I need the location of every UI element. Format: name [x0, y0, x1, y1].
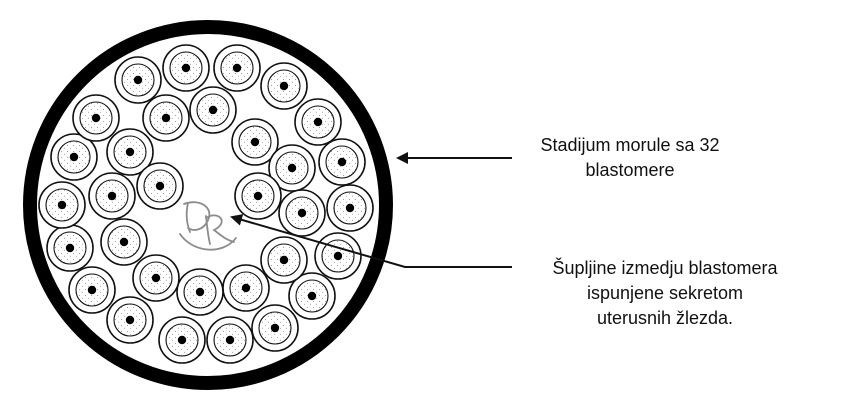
blastomere-cell: [142, 94, 190, 142]
blastomere-cell: [114, 56, 162, 104]
blastomere-nucleus: [151, 273, 161, 283]
blastomere-nucleus: [119, 237, 129, 247]
blastomere-cell: [294, 98, 342, 146]
blastomere-cell: [231, 118, 279, 166]
blastomere-cell: [268, 144, 316, 192]
morula-label-line-1: Stadijum morule sa 32: [540, 135, 720, 155]
cavity-label-line-1: Šupljine izmedju blastomera: [552, 258, 778, 278]
blastomere-cell: [213, 44, 261, 92]
blastomere-nucleus: [87, 285, 97, 295]
blastomere-nucleus: [125, 315, 135, 325]
blastomere-nucleus: [279, 255, 289, 265]
blastomere-cell: [100, 218, 148, 266]
blastomere-cell: [162, 44, 210, 92]
blastomere-nucleus: [270, 323, 280, 333]
blastomere-group: [38, 44, 374, 364]
blastomere-nucleus: [337, 157, 347, 167]
blastomere-cell: [251, 304, 299, 352]
blastomere-cell: [326, 184, 374, 232]
morula-label-line-2: blastomere: [585, 160, 675, 180]
morula-stage-label: Stadijum morule sa 32 blastomere: [520, 133, 740, 183]
blastomere-cell: [206, 316, 254, 364]
blastomere-nucleus: [181, 63, 191, 73]
blastomere-cell: [260, 236, 308, 284]
blastomere-cell: [260, 62, 308, 110]
cavity-label-line-2: ispunjene sekretom: [586, 283, 744, 303]
blastomere-nucleus: [250, 137, 260, 147]
blastomere-nucleus: [241, 283, 251, 293]
blastomere-nucleus: [133, 75, 143, 85]
blastomere-cell: [222, 264, 270, 312]
blastomere-cell: [50, 133, 98, 181]
blastomere-nucleus: [91, 113, 101, 123]
blastomere-nucleus: [195, 287, 205, 297]
blastomere-cell: [158, 316, 206, 364]
blastomere-cell: [106, 296, 154, 344]
blastomere-nucleus: [161, 113, 171, 123]
blastomere-cell: [88, 172, 136, 220]
blastomere-cell: [106, 128, 154, 176]
blastomere-nucleus: [287, 163, 297, 173]
blastomere-cell: [278, 189, 326, 237]
blastomere-nucleus: [297, 208, 307, 218]
blastomere-nucleus: [307, 291, 317, 301]
blastomere-nucleus: [125, 147, 135, 157]
blastomere-cell: [46, 224, 94, 272]
blastomere-cell: [234, 172, 282, 220]
blastomere-nucleus: [65, 243, 75, 253]
blastomere-cell: [314, 232, 362, 280]
blastomere-nucleus: [177, 335, 187, 345]
blastomere-nucleus: [313, 117, 323, 127]
blastomere-nucleus: [345, 203, 355, 213]
blastomere-nucleus: [57, 200, 67, 210]
blastomere-nucleus: [232, 63, 242, 73]
blastomere-nucleus: [155, 181, 165, 191]
cavity-label: Šupljine izmedju blastomera ispunjene se…: [500, 256, 830, 331]
blastomere-cell: [72, 94, 120, 142]
blastomere-cell: [189, 86, 237, 134]
cavity-pointer-arrow: [230, 214, 512, 268]
blastomere-nucleus: [333, 251, 343, 261]
blastomere-nucleus: [253, 191, 263, 201]
dr-monogram-logo: [179, 201, 237, 251]
blastomere-cell: [38, 181, 86, 229]
blastomere-cell: [136, 162, 184, 210]
blastomere-cell: [288, 272, 336, 320]
blastomere-cell: [132, 254, 180, 302]
blastomere-cell: [318, 138, 366, 186]
cavity-label-line-3: uterusnih žlezda.: [596, 308, 734, 328]
blastomere-cell: [176, 268, 224, 316]
blastomere-nucleus: [279, 81, 289, 91]
blastomere-nucleus: [107, 191, 117, 201]
blastomere-nucleus: [225, 335, 235, 345]
blastomere-nucleus: [208, 105, 218, 115]
blastomere-cell: [68, 266, 116, 314]
blastomere-nucleus: [69, 152, 79, 162]
